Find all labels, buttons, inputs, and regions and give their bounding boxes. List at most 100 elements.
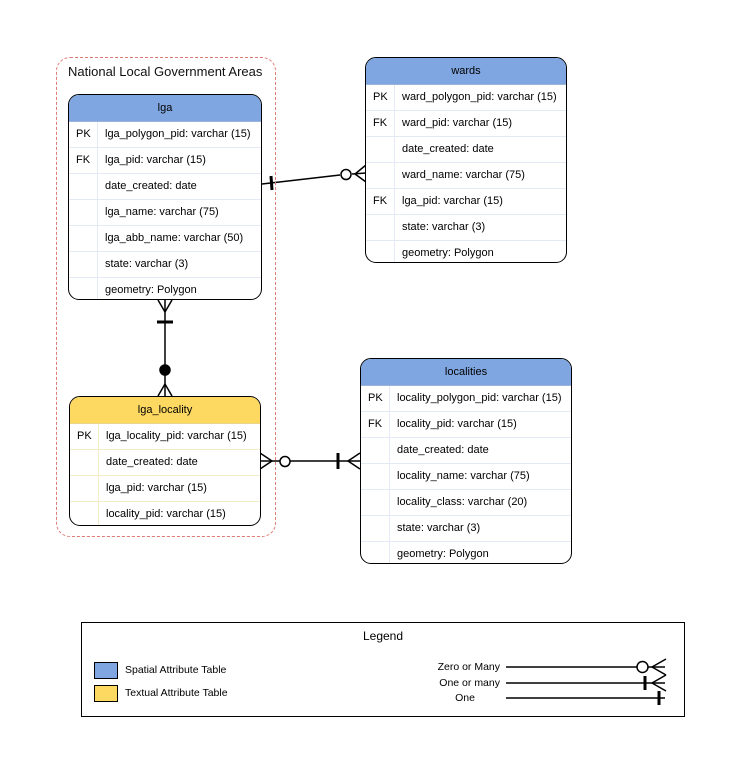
key-cell: PK [361, 386, 390, 411]
entity-lga[interactable]: lga PK lga_polygon_pid: varchar (15) FK lga… [68, 94, 262, 300]
column-cell: lga_locality_pid: varchar (15) [106, 430, 247, 442]
key-cell [69, 226, 98, 251]
entity-row: PK lga_polygon_pid: varchar (15) [69, 122, 261, 147]
key-cell [70, 502, 99, 525]
entity-row: geometry: Polygon [69, 277, 261, 299]
key-cell [70, 450, 99, 475]
entity-row: FK ward_pid: varchar (15) [366, 110, 566, 136]
column-cell: lga_name: varchar (75) [105, 206, 219, 218]
legend-zero-or-many-symbol [506, 658, 667, 676]
entity-row: ward_name: varchar (75) [366, 162, 566, 188]
entity-row: locality_name: varchar (75) [361, 463, 571, 489]
entity-wards[interactable]: wards PK ward_polygon_pid: varchar (15) FK… [365, 57, 567, 263]
key-cell [361, 542, 390, 563]
entity-row: PK ward_polygon_pid: varchar (15) [366, 85, 566, 110]
entity-row: date_created: date [70, 449, 260, 475]
entity-rows: PK lga_locality_pid: varchar (15) date_cre… [70, 424, 260, 525]
key-cell [361, 516, 390, 541]
entity-row: state: varchar (3) [361, 515, 571, 541]
key-cell: PK [366, 85, 395, 110]
column-cell: geometry: Polygon [105, 284, 197, 296]
column-cell: ward_polygon_pid: varchar (15) [402, 91, 557, 103]
key-cell [361, 464, 390, 489]
key-cell: FK [366, 111, 395, 136]
entity-header: lga_locality [70, 397, 260, 424]
column-cell: ward_pid: varchar (15) [402, 117, 513, 129]
key-cell [69, 252, 98, 277]
key-cell [69, 174, 98, 199]
key-cell: FK [69, 148, 98, 173]
key-cell [361, 438, 390, 463]
group-national-lga [56, 57, 276, 537]
entity-rows: PK locality_polygon_pid: varchar (15) FK lo… [361, 386, 571, 563]
key-cell: PK [69, 122, 98, 147]
entity-lga-locality[interactable]: lga_locality PK lga_locality_pid: varchar… [69, 396, 261, 526]
column-cell: state: varchar (3) [397, 522, 481, 534]
column-cell: geometry: Polygon [402, 247, 494, 259]
legend-one-label: One [455, 692, 475, 704]
legend: Legend Spatial Attribute Table Textual A… [81, 622, 685, 717]
entity-row: PK locality_polygon_pid: varchar (15) [361, 386, 571, 411]
column-cell: locality_class: varchar (20) [397, 496, 528, 508]
legend-textual-label: Textual Attribute Table [125, 687, 228, 699]
column-cell: locality_pid: varchar (15) [397, 418, 517, 430]
column-cell: date_created: date [106, 456, 198, 468]
entity-header: localities [361, 359, 571, 386]
column-cell: locality_pid: varchar (15) [106, 508, 226, 520]
entity-row: state: varchar (3) [366, 214, 566, 240]
legend-zero-or-many-label: Zero or Many [437, 661, 500, 673]
key-cell [366, 215, 395, 240]
legend-one-symbol [506, 691, 665, 705]
column-cell: locality_polygon_pid: varchar (15) [397, 392, 562, 404]
key-cell [69, 200, 98, 225]
legend-spatial-label: Spatial Attribute Table [125, 664, 227, 676]
column-cell: lga_pid: varchar (15) [105, 154, 206, 166]
entity-rows: PK ward_polygon_pid: varchar (15) FK ward_p… [366, 85, 566, 262]
key-cell: FK [361, 412, 390, 437]
entity-row: geometry: Polygon [366, 240, 566, 262]
group-label: National Local Government Areas [66, 64, 265, 79]
column-cell: lga_abb_name: varchar (50) [105, 232, 244, 244]
key-cell [366, 163, 395, 188]
entity-row: locality_pid: varchar (15) [70, 501, 260, 525]
key-cell [366, 137, 395, 162]
column-cell: lga_polygon_pid: varchar (15) [105, 128, 251, 140]
entity-row: FK lga_pid: varchar (15) [69, 147, 261, 173]
entity-row: lga_name: varchar (75) [69, 199, 261, 225]
entity-row: lga_abb_name: varchar (50) [69, 225, 261, 251]
column-cell: date_created: date [397, 444, 489, 456]
key-cell [69, 278, 98, 299]
key-cell: FK [366, 189, 395, 214]
entity-header: lga [69, 95, 261, 122]
entity-rows: PK lga_polygon_pid: varchar (15) FK lga_pid… [69, 122, 261, 299]
entity-localities[interactable]: localities PK locality_polygon_pid: varch… [360, 358, 572, 564]
entity-row: FK locality_pid: varchar (15) [361, 411, 571, 437]
legend-title: Legend [362, 629, 404, 643]
column-cell: lga_pid: varchar (15) [106, 482, 207, 494]
key-cell [70, 476, 99, 501]
entity-row: PK lga_locality_pid: varchar (15) [70, 424, 260, 449]
legend-one-or-many-symbol [506, 674, 667, 692]
key-cell [366, 241, 395, 262]
relationship-lga-wards [261, 164, 367, 191]
relationship-lga-lga-locality [157, 299, 173, 397]
column-cell: date_created: date [402, 143, 494, 155]
legend-spatial-swatch [94, 662, 118, 679]
entity-header: wards [366, 58, 566, 85]
column-cell: state: varchar (3) [402, 221, 486, 233]
column-cell: geometry: Polygon [397, 548, 489, 560]
entity-row: locality_class: varchar (20) [361, 489, 571, 515]
entity-row: lga_pid: varchar (15) [70, 475, 260, 501]
column-cell: ward_name: varchar (75) [402, 169, 525, 181]
key-cell [361, 490, 390, 515]
column-cell: locality_name: varchar (75) [397, 470, 530, 482]
relationship-lga-locality-localities [259, 452, 361, 470]
entity-row: geometry: Polygon [361, 541, 571, 563]
entity-row: date_created: date [361, 437, 571, 463]
column-cell: state: varchar (3) [105, 258, 189, 270]
entity-row: date_created: date [366, 136, 566, 162]
column-cell: date_created: date [105, 180, 197, 192]
key-cell: PK [70, 424, 99, 449]
